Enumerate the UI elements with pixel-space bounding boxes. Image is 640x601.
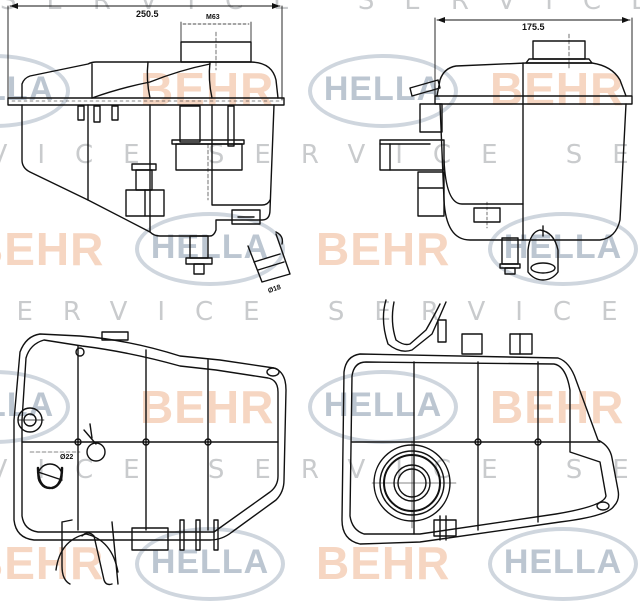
cap-thread-dimension: M63: [206, 14, 220, 21]
bottom-view: [341, 299, 620, 545]
front-view: [7, 3, 291, 283]
overall-width-dimension: 250.5: [136, 9, 159, 19]
top-view: [13, 331, 287, 586]
line-drawing: [7, 3, 633, 586]
cap-diameter-dimension: Ø22: [60, 454, 74, 461]
overall-depth-dimension: 175.5: [522, 22, 545, 32]
side-view: [379, 17, 633, 281]
